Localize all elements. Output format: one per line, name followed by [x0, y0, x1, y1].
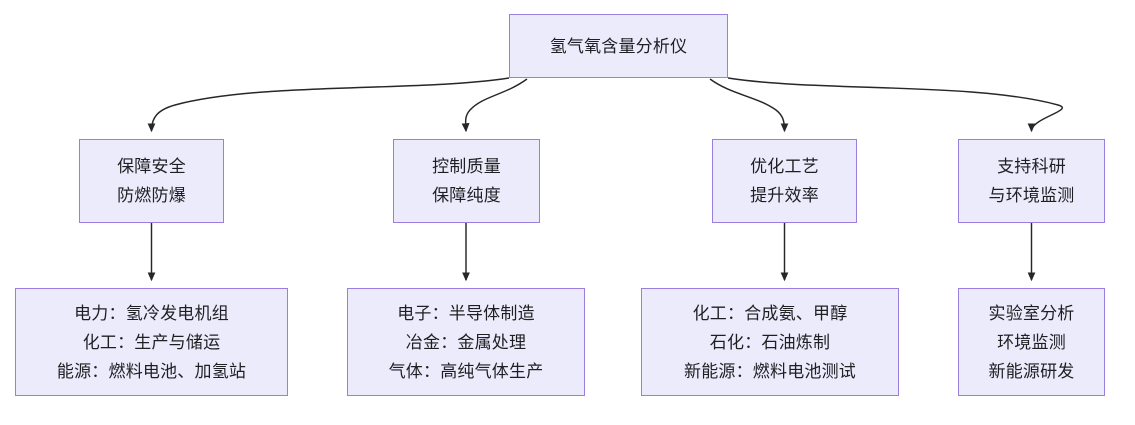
node-root[interactable]: 氢气氧含量分析仪	[509, 14, 728, 78]
node-l3-2-line-1: 化工：合成氨、甲醇	[692, 303, 848, 323]
node-l3-3-line-3: 新能源研发	[988, 361, 1075, 381]
node-l3-0[interactable]: 电力：氢冷发电机组 化工：生产与储运 能源：燃料电池、加氢站	[15, 288, 288, 396]
node-l2-0-line-1: 保障安全	[117, 157, 186, 176]
node-l2-2-line-1: 优化工艺	[750, 157, 819, 176]
node-l2-2-line-2: 提升效率	[750, 186, 819, 205]
node-root-line-1: 氢气氧含量分析仪	[549, 36, 688, 56]
node-l3-1-line-3: 气体：高纯气体生产	[388, 361, 544, 381]
node-l2-3[interactable]: 支持科研 与环境监测	[958, 139, 1105, 223]
node-l3-3[interactable]: 实验室分析 环境监测 新能源研发	[958, 288, 1105, 396]
edge-root-to-l2-0	[147, 77, 510, 133]
node-l3-2-line-3: 新能源：燃料电池测试	[684, 361, 856, 381]
node-l3-1-line-1: 电子：半导体制造	[397, 303, 535, 323]
edge-root-to-l2-2	[709, 78, 789, 133]
node-l3-1[interactable]: 电子：半导体制造 冶金：金属处理 气体：高纯气体生产	[347, 288, 585, 396]
node-l3-0-line-3: 能源：燃料电池、加氢站	[56, 361, 247, 381]
node-l3-0-line-1: 电力：氢冷发电机组	[74, 303, 229, 323]
node-l2-3-line-2: 与环境监测	[988, 186, 1075, 205]
node-l2-1-line-1: 控制质量	[432, 157, 501, 176]
node-l2-2[interactable]: 优化工艺 提升效率	[712, 139, 857, 223]
node-l3-2[interactable]: 化工：合成氨、甲醇 石化：石油炼制 新能源：燃料电池测试	[641, 288, 899, 396]
node-l3-3-line-1: 实验室分析	[988, 303, 1075, 323]
edge-root-to-l2-1	[461, 78, 528, 133]
node-l3-0-line-2: 化工：生产与储运	[82, 332, 221, 352]
node-l2-0[interactable]: 保障安全 防燃防爆	[79, 139, 224, 223]
edge-root-to-l2-3	[727, 77, 1063, 133]
node-l3-1-line-2: 冶金：金属处理	[405, 332, 527, 352]
node-l3-3-line-2: 环境监测	[997, 332, 1066, 352]
node-l2-3-line-1: 支持科研	[997, 157, 1066, 176]
node-l2-1-line-2: 保障纯度	[432, 186, 501, 205]
node-l3-2-line-2: 石化：石油炼制	[709, 332, 831, 352]
node-l2-0-line-2: 防燃防爆	[117, 186, 186, 205]
node-l2-1[interactable]: 控制质量 保障纯度	[393, 139, 540, 223]
